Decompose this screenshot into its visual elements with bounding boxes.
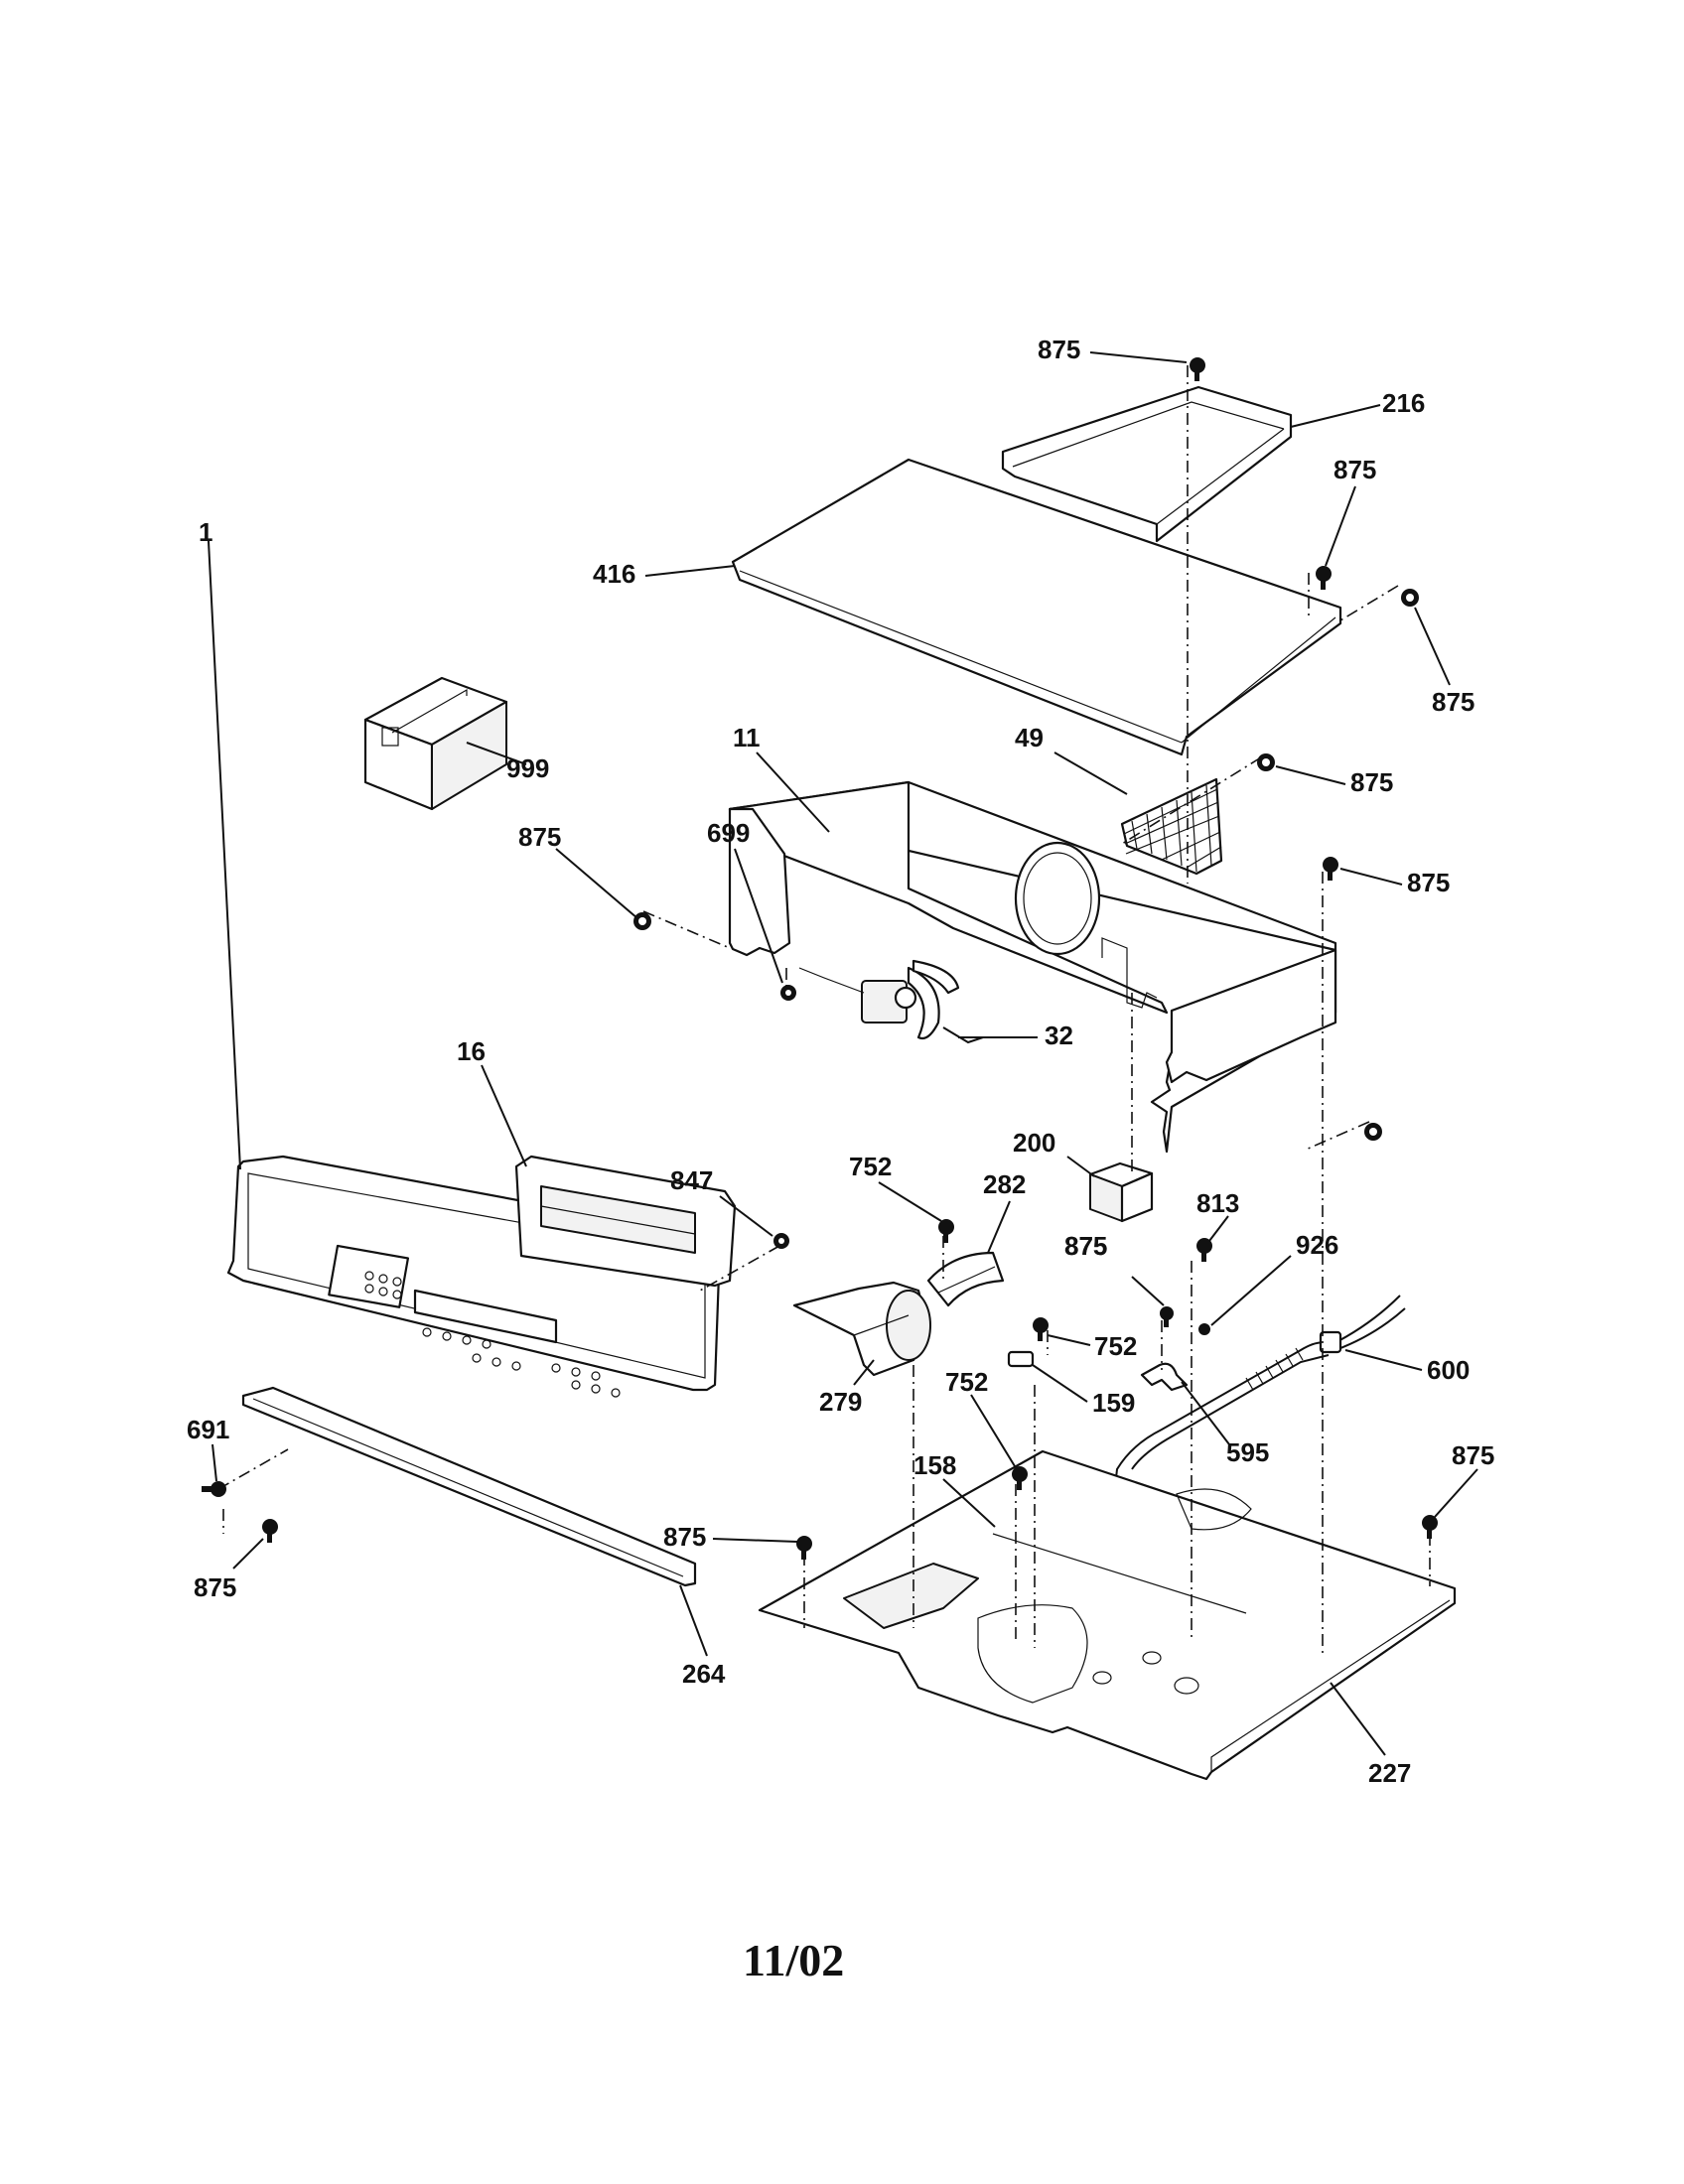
screw-icon: [1257, 753, 1275, 771]
callout-label: 752: [1094, 1331, 1137, 1361]
screw-icon: [202, 1481, 226, 1497]
callout-label: 875: [663, 1522, 706, 1552]
callout-label: 875: [194, 1572, 236, 1602]
screw-icon: [1401, 589, 1419, 607]
callout-label: 875: [1452, 1440, 1494, 1470]
callout-label: 875: [1350, 767, 1393, 797]
screw-icon: [938, 1219, 954, 1243]
callout-label: 813: [1196, 1188, 1239, 1218]
screw-icon: [1364, 1123, 1382, 1141]
part-11-housing: [728, 780, 1337, 1154]
part-999-box: [363, 676, 508, 811]
callout-label: 282: [983, 1169, 1026, 1199]
callout-label: 200: [1013, 1128, 1055, 1158]
callout-label: 926: [1296, 1230, 1338, 1260]
callout-label: 699: [707, 818, 750, 848]
callout-label: 595: [1226, 1437, 1269, 1467]
callout-label: 752: [945, 1367, 988, 1397]
part-159-switch: [1007, 1350, 1035, 1368]
leader-lines: [208, 351, 1478, 1756]
callout-label: 32: [1045, 1021, 1073, 1050]
callout-label: 875: [1064, 1231, 1107, 1261]
screw-icon: [773, 1233, 789, 1249]
callout-label: 159: [1092, 1388, 1135, 1418]
part-600-cord: [1111, 1295, 1406, 1515]
screw-icon: [1012, 1466, 1028, 1490]
screw-icon: [633, 912, 651, 930]
callout-label: 416: [593, 559, 635, 589]
callout-label: 264: [682, 1659, 726, 1689]
part-16-control-board: [514, 1155, 737, 1288]
callout-label: 875: [1064, 1231, 1107, 1261]
callout-label: 875: [1333, 455, 1376, 484]
part-216-bracket: [1001, 385, 1293, 543]
callout-label: 875: [1432, 687, 1474, 717]
callout-label: 16: [457, 1036, 486, 1066]
callout-label: 600: [1427, 1355, 1470, 1385]
part-1-control-panel: [226, 1155, 722, 1398]
callout-label: 11: [733, 723, 761, 752]
callout-label: 999: [506, 753, 549, 783]
screw-icon: [1422, 1515, 1438, 1539]
part-200-block: [1088, 1161, 1154, 1223]
part-32-fan-motor: [798, 959, 984, 1044]
callout-label: 1: [199, 517, 212, 547]
callout-label: 875: [518, 822, 561, 852]
screw-icon: [1323, 857, 1338, 881]
callout-label: 875: [1407, 868, 1450, 897]
part-227-base: [758, 1449, 1457, 1781]
screw-icon: [1190, 357, 1205, 381]
callout-label: 158: [913, 1450, 956, 1480]
date-code: 11/02: [743, 1935, 844, 1985]
part-282-tube: [926, 1251, 1005, 1307]
screw-icons: [202, 357, 1438, 1560]
part-264-trim: [241, 1386, 697, 1587]
callout-label: 691: [187, 1415, 229, 1444]
callout-label: 279: [819, 1387, 862, 1417]
part-595-clamp: [1140, 1362, 1189, 1392]
callout-labels: 875 216 875 416 875 999 11 49 875 875 69…: [187, 335, 1494, 1788]
screw-icon: [796, 1536, 812, 1560]
callout-label: 752: [849, 1152, 892, 1181]
screw-icon: [1196, 1238, 1212, 1262]
part-49-mesh: [1120, 777, 1223, 876]
screw-icon: [262, 1519, 278, 1543]
callout-label: 227: [1368, 1758, 1411, 1788]
callout-label: 49: [1015, 723, 1044, 752]
screw-icon: [780, 985, 796, 1001]
screw-icon: [1198, 1323, 1210, 1335]
callout-label: 875: [1038, 335, 1080, 364]
screw-icon: [1033, 1317, 1049, 1341]
part-416-top-cover: [731, 458, 1342, 756]
callout-label: 847: [670, 1165, 713, 1195]
screw-icon: [1160, 1306, 1174, 1327]
assembly-lines: [217, 365, 1431, 1658]
callout-label: 216: [1382, 388, 1425, 418]
part-279-duct: [792, 1281, 931, 1377]
screw-icon: [1316, 566, 1332, 590]
